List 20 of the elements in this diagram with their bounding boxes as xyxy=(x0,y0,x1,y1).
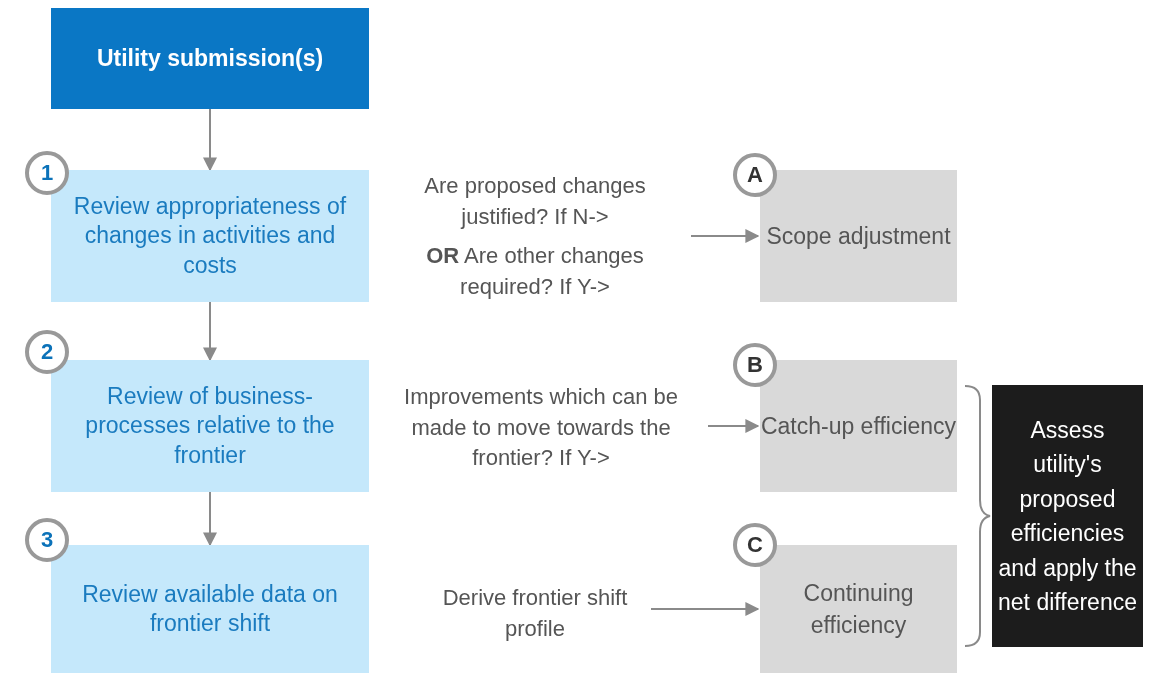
title-box: Utility submission(s) xyxy=(51,8,369,109)
arrow xyxy=(203,301,217,362)
arrow xyxy=(707,419,760,433)
question-text: Improvements which can be made to move towards the frontier? If Y-> xyxy=(403,382,679,473)
question-text: Are proposed changes justified? If N-> xyxy=(423,172,647,232)
step-number-circle: 2 xyxy=(25,330,69,374)
step-number-circle: 3 xyxy=(25,518,69,562)
option-letter-circle: A xyxy=(733,153,777,197)
process-box: Review available data on frontier shift xyxy=(51,545,369,673)
process-box: Review of business-processes relative to the frontier xyxy=(51,360,369,492)
question-text: OR Are other changes required? If Y-> xyxy=(425,242,645,301)
arrow xyxy=(690,229,760,243)
action-text: Derive frontier shift profile xyxy=(441,584,629,643)
option-letter-circle: B xyxy=(733,343,777,387)
arrow xyxy=(650,602,760,616)
arrow xyxy=(203,491,217,547)
result-box: Assess utility's proposed efficiencies and apply the net difference xyxy=(992,385,1143,647)
arrow xyxy=(203,108,217,172)
step-number-circle: 1 xyxy=(25,151,69,195)
option-letter-circle: C xyxy=(733,523,777,567)
